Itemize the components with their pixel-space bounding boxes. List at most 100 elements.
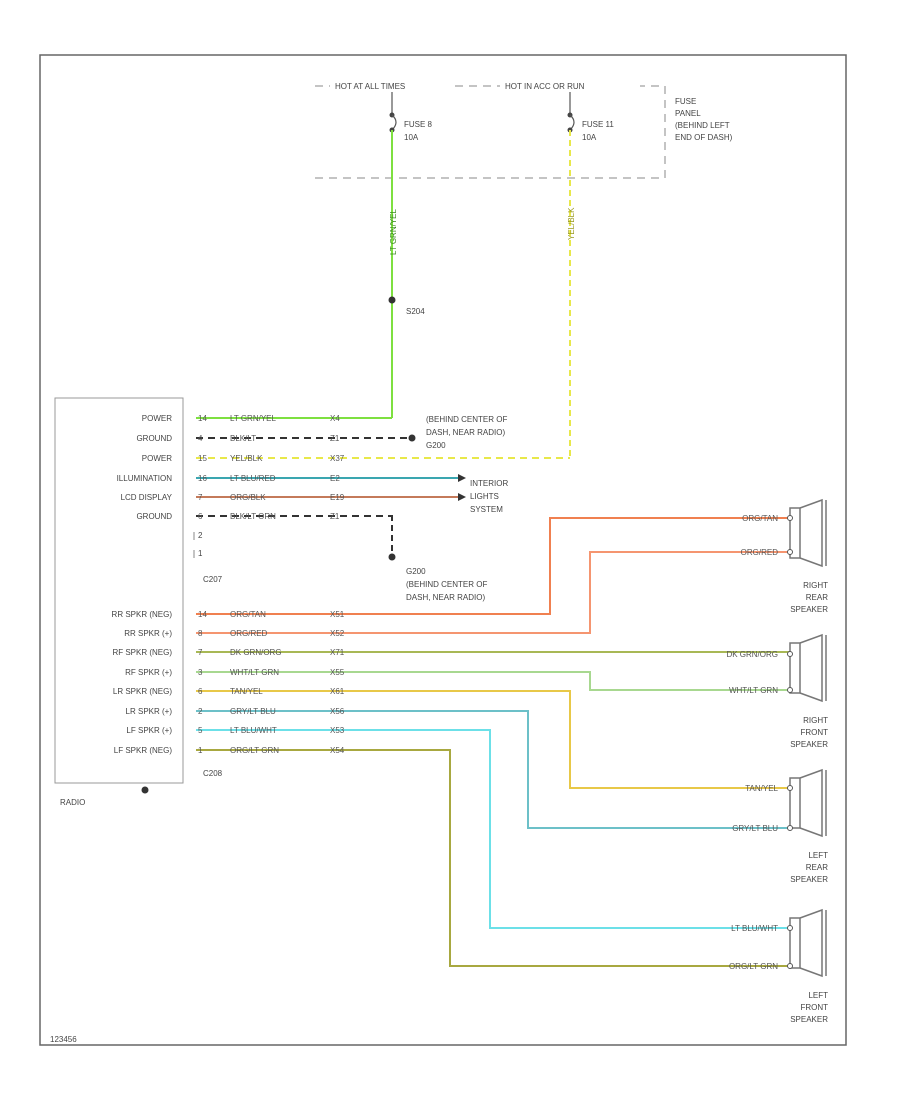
hot-at-all-times-label: HOT AT ALL TIMES [335,82,405,91]
g200-bottom-label-2: (BEHIND CENTER OF [406,580,487,589]
speaker-terminal [787,651,793,657]
fuse-panel: HOT AT ALL TIMES HOT IN ACC OR RUN FUSE … [315,80,733,179]
radio-box [54,397,184,784]
speaker-upper-wire-label: TAN/YEL [745,784,778,793]
c207-wire-color: LT GRN/YEL [230,414,276,423]
fuse-panel-label-2: PANEL [675,109,701,118]
figure-id: 123456 [50,1035,77,1044]
c208-wire-circuit: X56 [330,707,345,716]
fuse-11-rating: 10A [582,133,597,142]
speaker-name: SPEAKER [790,740,828,749]
c208-pin-label: LF SPKR (+) [126,726,172,735]
g200-top-label-2: DASH, NEAR RADIO) [426,428,505,437]
g200-bottom-label-1: G200 [406,567,426,576]
c208-pin-label: LR SPKR (NEG) [113,687,172,696]
wire-label-lt-grn-yel: LT GRN/YEL [389,209,398,255]
c208-wire-circuit: X55 [330,668,345,677]
fuse-panel-label-1: FUSE [675,97,696,106]
speaker-name: RIGHT [803,581,828,590]
speaker-name: LEFT [808,851,828,860]
fuse-8-label: FUSE 8 [404,120,433,129]
c208-wire [196,517,790,615]
speaker-terminal [787,515,793,521]
c208-pin-label: RR SPKR (NEG) [112,610,173,619]
speaker-name: FRONT [800,728,828,737]
c207-wire-circuit: X37 [330,454,345,463]
interior-lights-label-2: LIGHTS [470,492,499,501]
c208-wire-color: WHT/LT GRN [230,668,279,677]
c207-wire-circuit: Z1 [330,434,340,443]
c208-wire [196,749,790,967]
c207-wire-pin: 16 [198,474,207,483]
speaker-name: SPEAKER [790,605,828,614]
hot-run-label: HOT IN ACC OR RUN [505,82,585,91]
splice-s204-label: S204 [406,307,425,316]
c207-pin-label: POWER [142,414,172,423]
c207-wire-arrow [458,493,466,501]
c208-wire-circuit: X53 [330,726,345,735]
c207-pin-label: ILLUMINATION [117,474,173,483]
g200-top-label-3: G200 [426,441,446,450]
ground-g200-bottom [388,553,396,561]
interior-lights-label-1: INTERIOR [470,479,508,488]
interior-lights-label-3: SYSTEM [470,505,503,514]
c207-wire-color: ORG/BLK [230,493,266,502]
c208-pin-labels: RR SPKR (NEG)RR SPKR (+)RF SPKR (NEG)RF … [112,610,173,755]
g200-top-label-1: (BEHIND CENTER OF [426,415,507,424]
c208-pin-label: LR SPKR (+) [126,707,173,716]
c207-wire-pin: 7 [198,493,203,502]
wire-label-yel-blk: YEL/BLK [567,207,576,240]
c207-wire-color: BLK/LT ORN [230,512,276,521]
speaker-magnet [789,642,801,694]
c208-wire [196,710,790,829]
connector-c208-label: C208 [203,769,223,778]
c207-wire-circuit: Z1 [330,512,340,521]
c208-wire-color: LT BLU/WHT [230,726,277,735]
connector-c207-label: C207 [203,575,223,584]
speaker-lower-wire-label: ORG/RED [741,548,779,557]
c208-pin-label: RF SPKR (NEG) [112,648,172,657]
speaker-name: FRONT [800,1003,828,1012]
speaker-terminal [787,687,793,693]
speaker-lower-wire-label: ORG/LT GRN [729,962,778,971]
c207-wire-pin: 15 [198,454,207,463]
c208-wire [196,690,790,789]
radio-ground-dot [141,786,149,794]
c207-wire-circuit: X4 [330,414,340,423]
c208-wire-pin: 3 [198,668,203,677]
c208-wire-pin: 1 [198,746,203,755]
c208-wire-color: ORG/LT GRN [230,746,279,755]
speaker-terminal [787,549,793,555]
speaker-name: REAR [806,863,828,872]
c207-pin-label: LCD DISPLAY [121,493,173,502]
c208-wire [196,729,790,929]
c208-wire-circuit: X52 [330,629,345,638]
speaker-terminal [787,785,793,791]
speaker-upper-wire-label: LT BLU/WHT [731,924,778,933]
c208-pin-label: LF SPKR (NEG) [114,746,173,755]
diagram-frame [39,54,847,1046]
speaker-cone [799,768,823,838]
c208-wire-circuit: X51 [330,610,345,619]
c208-wire-color: ORG/RED [230,629,268,638]
c208-wire-pin: 7 [198,648,203,657]
c208-wire-color: GRY/LT BLU [230,707,276,716]
speaker-lower-wire-label: GRY/LT BLU [732,824,778,833]
c208-wire-pin: 8 [198,629,203,638]
speaker-name: REAR [806,593,828,602]
c207-wire-color: LT BLU/RED [230,474,276,483]
radio-label: RADIO [60,798,85,807]
speaker-terminal [787,825,793,831]
speaker-terminal [787,925,793,931]
c208-wire-circuit: X61 [330,687,345,696]
fuse-panel-label-4: END OF DASH) [675,133,733,142]
c208-wire-pin: 6 [198,687,203,696]
c207-spare-pin-1: 1 [198,549,203,558]
